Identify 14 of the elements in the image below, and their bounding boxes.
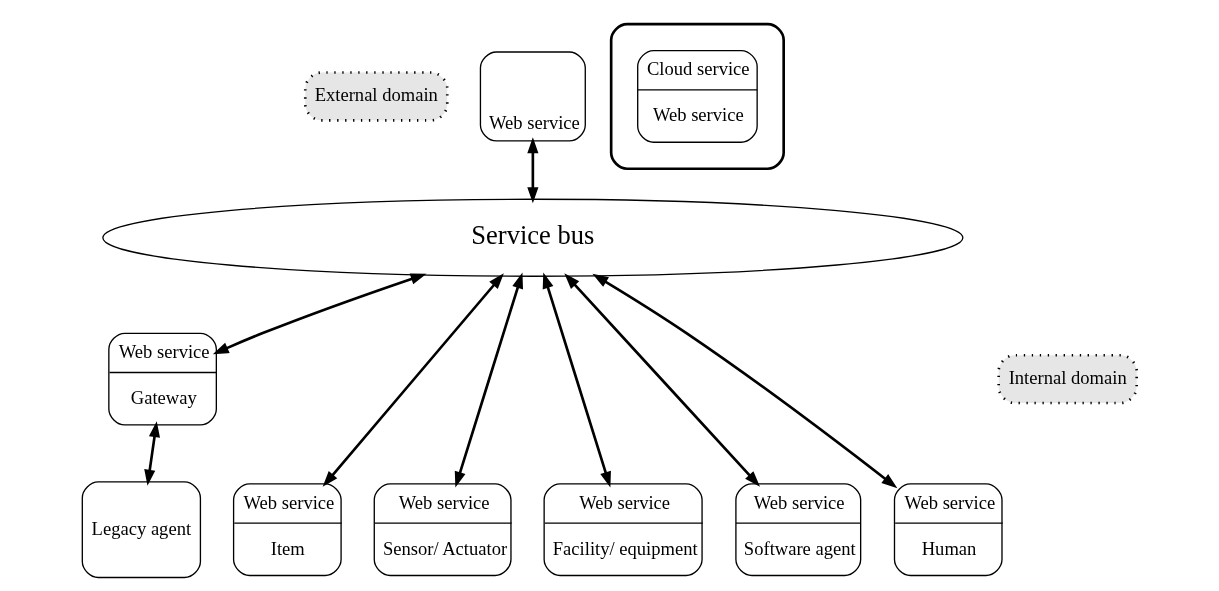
arrow	[212, 273, 427, 355]
arrow	[322, 273, 504, 487]
node-box: Web service	[479, 51, 586, 142]
node-box: External domain	[303, 71, 449, 122]
arrow	[542, 272, 611, 488]
node-box: Legacy agent	[81, 481, 202, 579]
arrow	[527, 137, 539, 204]
node-ellipse: Service bus	[102, 198, 964, 277]
arrow	[564, 273, 760, 487]
arrow	[454, 272, 523, 488]
node-box: Internal domain	[997, 353, 1138, 405]
cluster	[609, 22, 785, 171]
arrow	[592, 273, 898, 489]
arrow	[144, 421, 160, 486]
